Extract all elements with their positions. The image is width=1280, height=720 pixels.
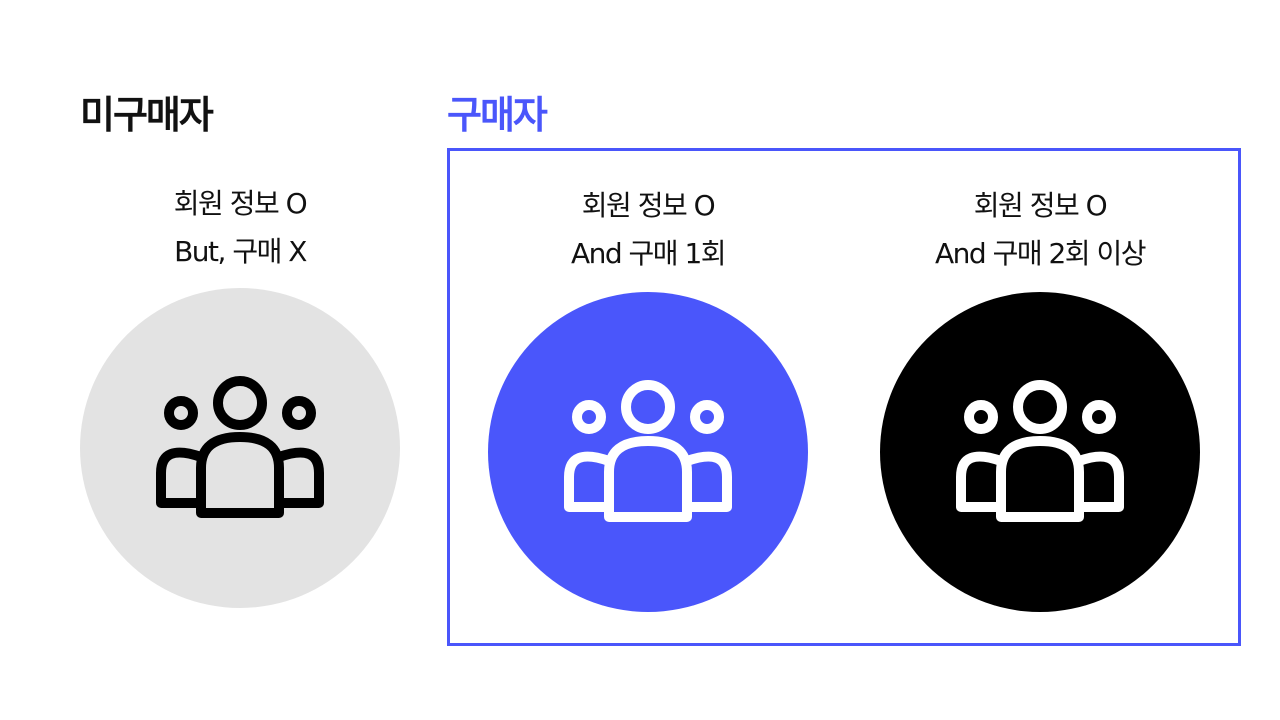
segment-caption-buyer-once: 회원 정보 O And 구매 1회: [478, 182, 818, 278]
segment-circle-buyer-once: [488, 292, 808, 612]
segment-caption-line1: 회원 정보 O: [973, 189, 1108, 222]
segment-caption-line1: 회원 정보 O: [581, 189, 716, 222]
segment-caption-line1: 회원 정보 O: [173, 187, 308, 220]
users-icon: [956, 380, 1124, 522]
segment-caption-non-buyer: 회원 정보 O But, 구매 X: [70, 180, 410, 276]
buyer-group-frame: [447, 148, 1241, 646]
non-buyer-heading: 미구매자: [80, 93, 214, 137]
segment-circle-buyer-repeat: [880, 292, 1200, 612]
segment-circle-non-buyer: [80, 288, 400, 608]
segment-caption-line2: And 구매 2회 이상: [935, 237, 1147, 270]
segment-caption-buyer-repeat: 회원 정보 O And 구매 2회 이상: [870, 182, 1210, 278]
segment-caption-line2: And 구매 1회: [570, 237, 727, 270]
segment-caption-line2: But, 구매 X: [174, 235, 307, 268]
users-icon: [564, 380, 732, 522]
buyer-heading: 구매자: [447, 93, 548, 137]
users-icon: [156, 376, 324, 518]
